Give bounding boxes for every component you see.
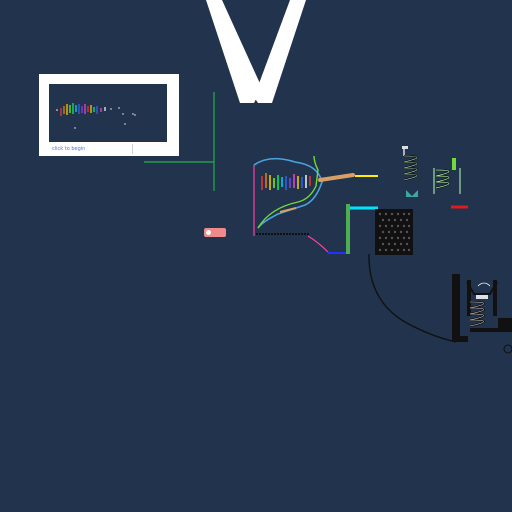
preview-canvas [49,84,167,142]
dot-grid-block-icon[interactable] [375,209,413,255]
status-divider [132,144,133,154]
preview-status-text: click to begin [52,146,86,152]
spring-coil-icon[interactable] [402,146,418,197]
green-connector [144,92,215,191]
floor-segment [256,233,348,254]
toggle-switch-icon [206,230,211,235]
gate-post[interactable] [346,204,378,254]
rope [368,253,457,343]
pot-on-stand-icon[interactable] [452,274,512,354]
tan-rod[interactable] [318,173,355,182]
v-chevron-icon [206,0,306,103]
spectrum-bag[interactable] [253,155,323,236]
toggle-button[interactable] [204,228,226,237]
spring-coil-icon[interactable] [433,158,461,194]
preview-window[interactable]: click to begin [39,74,179,156]
preview-spectrum-icon [56,103,136,129]
